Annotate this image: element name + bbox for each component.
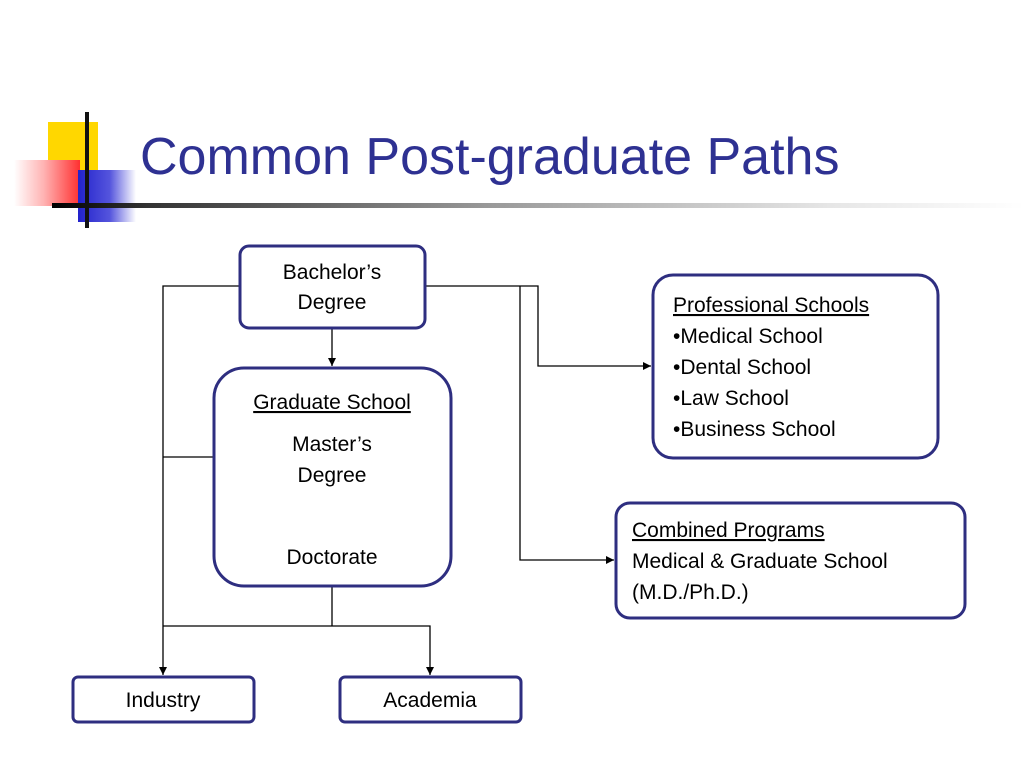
doctorate-label: Doctorate [286,546,377,569]
professional-schools-item: •Law School [673,387,789,410]
combined-programs-node: Combined Programs Medical & Graduate Sch… [614,501,967,620]
decor-vertical-rule [85,112,89,228]
bachelors-degree-box [238,244,427,330]
combined-programs-box [614,501,967,620]
academia-node: Academia [338,675,523,724]
edge-doctorate-to-academia [163,625,434,675]
academia-label: Academia [383,689,477,712]
combined-programs-line2: (M.D./Ph.D.) [632,581,749,604]
industry-node: Industry [71,675,256,724]
professional-schools-item: •Medical School [673,325,823,348]
bachelors-degree-node: Bachelor’s Degree [238,244,427,330]
edge-bachelors-to-combined [519,286,614,564]
combined-programs-heading: Combined Programs [632,519,825,542]
bachelors-degree-label-line1: Bachelor’s [283,261,381,284]
industry-box [71,675,256,724]
professional-schools-heading: Professional Schools [673,294,869,317]
professional-schools-item: •Business School [673,418,836,441]
bachelors-degree-label-line2: Degree [298,291,367,314]
combined-programs-line1: Medical & Graduate School [632,550,888,573]
graduate-school-node: Graduate School Master’s Degree Doctorat… [212,366,453,588]
graduate-school-heading: Graduate School [253,391,411,414]
masters-degree-label-line1: Master’s [292,433,372,456]
professional-schools-node: Professional Schools •Medical School •De… [651,273,940,460]
masters-degree-label-line2: Degree [298,464,367,487]
academia-box [338,675,523,724]
edge-bachelors-to-industry [159,285,240,675]
professional-schools-box [651,273,940,460]
slide-title: Common Post-graduate Paths [140,128,840,186]
decor-red-square [14,160,80,206]
professional-schools-item: •Dental School [673,356,811,379]
edge-bachelors-to-professional [425,285,651,370]
title-underline-rule [52,203,1024,208]
graduate-school-box [212,366,453,588]
industry-label: Industry [126,689,201,712]
